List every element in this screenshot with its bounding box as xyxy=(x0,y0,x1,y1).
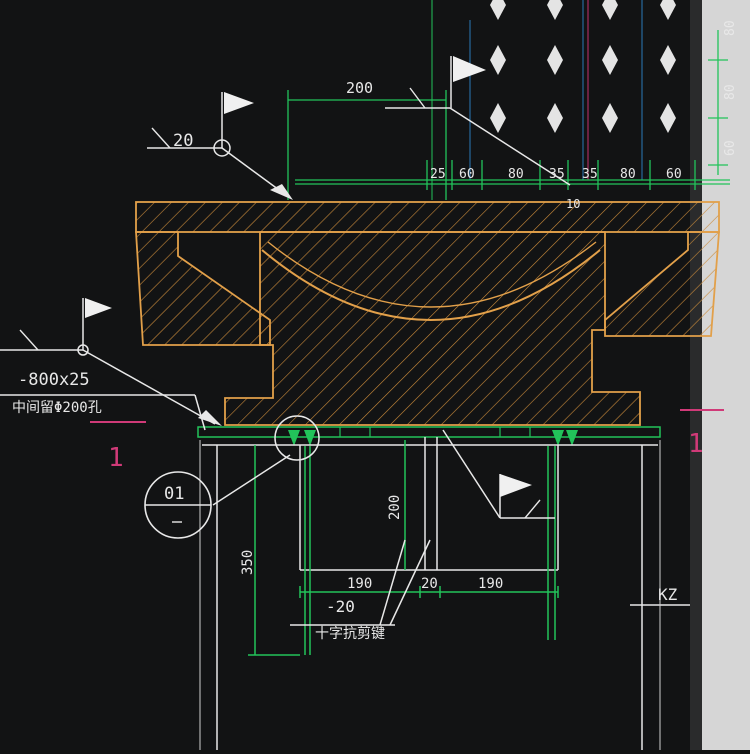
dim-top-80b: 80 xyxy=(620,167,636,182)
weld-size-20: 20 xyxy=(173,131,193,151)
section-label-right: 1 xyxy=(688,429,704,459)
dim-top-35b: 35 xyxy=(582,167,598,182)
weld-mark-right xyxy=(552,430,564,446)
dim-base-190-right: 190 xyxy=(478,576,503,592)
embedded-base-plate xyxy=(197,426,661,438)
rubber-bearing-section xyxy=(135,201,720,426)
bearing-bowl-curve xyxy=(261,249,601,321)
diamond-grid-icon xyxy=(490,0,506,20)
dim-top-80: 80 xyxy=(508,167,524,182)
dim-col-350: 350 xyxy=(240,550,256,575)
column-tag-kz: KZ xyxy=(658,585,678,604)
section-label-left: 1 xyxy=(108,443,124,473)
detail-callout-circle xyxy=(274,415,320,461)
diamond-grid-icon xyxy=(660,103,676,133)
monitor-bezel xyxy=(700,0,750,750)
diamond-grid-icon xyxy=(547,0,563,20)
minus-20-label: -20 xyxy=(326,597,355,616)
plate-note-label: 中间留Φ200孔 xyxy=(12,400,102,416)
leader-node-circle xyxy=(77,344,89,356)
weld-mark-right-2 xyxy=(566,430,578,446)
diamond-grid-icon xyxy=(547,103,563,133)
top-dimension-chain xyxy=(287,30,730,200)
flag-icon xyxy=(499,474,532,518)
monitor-bezel-shadow xyxy=(690,0,702,750)
diamond-grid-icon xyxy=(660,45,676,75)
weld-symbol-icon xyxy=(19,87,541,519)
dim-base-190-left: 190 xyxy=(347,576,372,592)
leader-arrow-left xyxy=(198,410,222,426)
dim-right-80b: 80 xyxy=(723,84,738,100)
section-labels: 1 1 xyxy=(108,429,704,473)
annotation-labels: 20 -800x25 中间留Φ200孔 -20 十字抗剪键 01 KZ xyxy=(12,131,678,642)
dim-top-25: 25 xyxy=(430,167,446,182)
bearing-core xyxy=(224,231,641,426)
diamond-grid-icon xyxy=(490,103,506,133)
diamond-grid-icon xyxy=(602,45,618,75)
dim-top-60b: 60 xyxy=(666,167,682,182)
dim-top-35a: 35 xyxy=(549,167,565,182)
grid-node-pattern xyxy=(490,0,676,133)
dim-top-10: 10 xyxy=(566,197,580,211)
diamond-grid-icon xyxy=(602,0,618,20)
flag-icon xyxy=(450,56,486,108)
dim-right-60: 60 xyxy=(723,140,738,156)
diamond-grid-icon xyxy=(660,0,676,20)
blue-grid-lines xyxy=(469,0,643,180)
weld-mark-left-2 xyxy=(304,430,316,446)
dimension-labels: 200 25 60 80 35 35 80 60 10 80 80 60 200… xyxy=(240,20,738,592)
dim-base-20: 20 xyxy=(421,576,438,592)
weld-mark-left xyxy=(288,430,300,446)
leader-arrow-top xyxy=(270,184,293,200)
plate-spec-label: -800x25 xyxy=(18,370,90,390)
diamond-grid-icon xyxy=(602,103,618,133)
cross-key-label: 十字抗剪键 xyxy=(315,626,385,642)
dim-top-200: 200 xyxy=(346,79,373,97)
bearing-bowl-inner xyxy=(267,241,597,308)
dim-plate-200: 200 xyxy=(387,495,403,520)
shear-key-lines xyxy=(248,440,559,656)
base-plate-ticks xyxy=(339,427,531,437)
flag-icon xyxy=(82,298,112,350)
bearing-top-plate xyxy=(135,201,720,233)
diamond-grid-icon xyxy=(547,45,563,75)
flag-icon xyxy=(221,92,254,148)
diamond-grid-icon xyxy=(490,45,506,75)
dim-top-60: 60 xyxy=(459,167,475,182)
dim-right-80a: 80 xyxy=(723,20,738,36)
detail-id-label: 01 xyxy=(164,484,184,504)
leader-node-circle xyxy=(213,139,231,157)
